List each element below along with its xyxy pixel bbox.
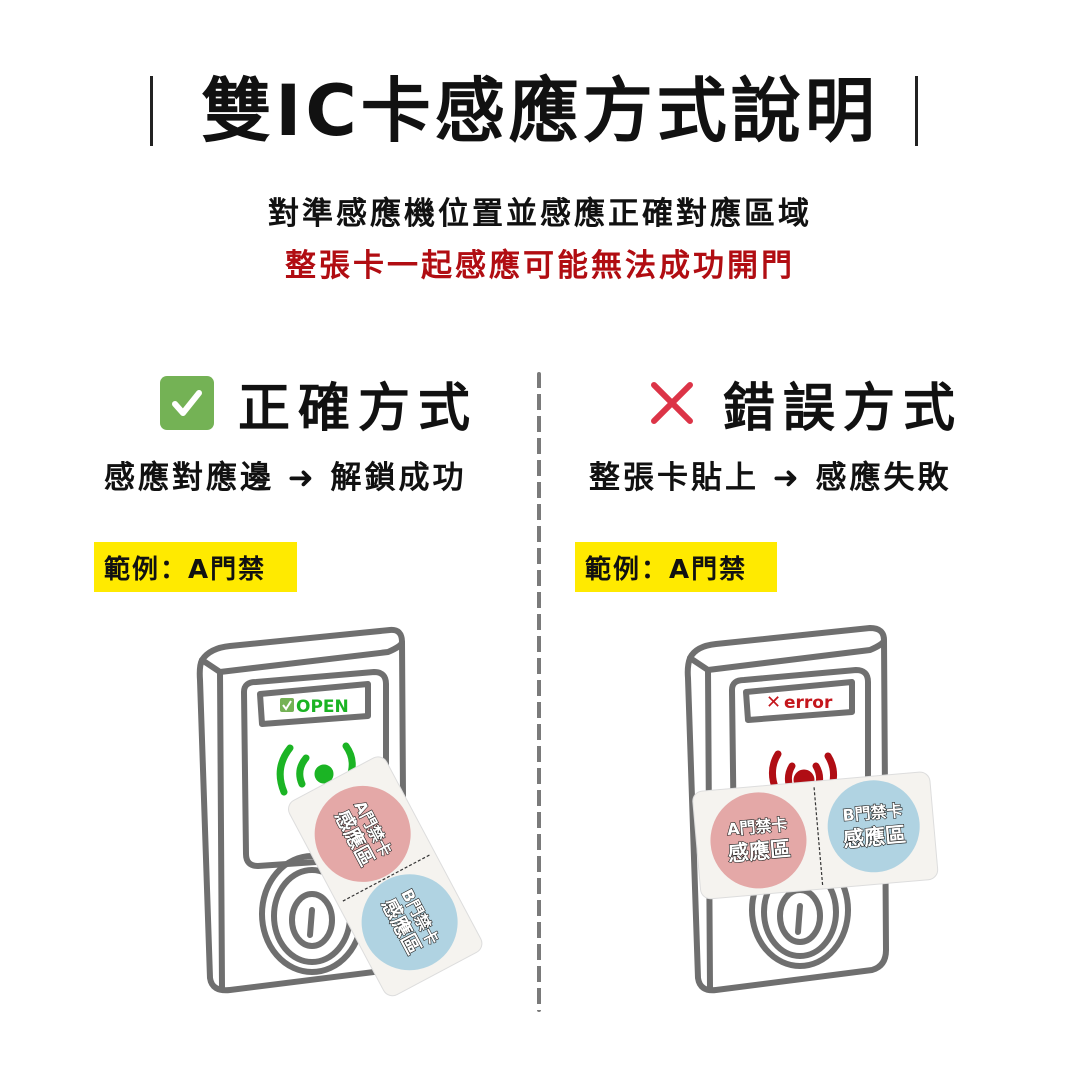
check-square-icon bbox=[160, 376, 214, 430]
svg-text:感應區: 感應區 bbox=[842, 823, 907, 852]
wrong-reader-illustration: ✕ error A門禁卡 感應區 B門禁卡 感應區 bbox=[680, 620, 950, 1010]
svg-text:error: error bbox=[784, 693, 833, 713]
correct-reader-illustration: OPEN A門禁卡 感應區 B門禁卡 感應區 bbox=[190, 620, 510, 1010]
x-mark-icon bbox=[645, 376, 699, 430]
reader-status-display: ✕ error bbox=[766, 692, 833, 713]
wrong-example-tag: 範例：A門禁 bbox=[575, 542, 777, 592]
correct-heading: 正確方式 bbox=[160, 372, 478, 439]
title-bar-right bbox=[915, 76, 918, 146]
reader-status-display: OPEN bbox=[280, 697, 349, 717]
correct-example-tag: 範例：A門禁 bbox=[94, 542, 297, 592]
page-title: 雙IC卡感應方式說明 bbox=[201, 70, 879, 152]
wrong-description: 整張卡貼上 ➜ 感應失敗 bbox=[589, 460, 952, 496]
subtitle-instruction: 對準感應機位置並感應正確對應區域 bbox=[268, 196, 812, 232]
x-icon: ✕ bbox=[766, 692, 781, 713]
dual-ic-card: A門禁卡 感應區 B門禁卡 感應區 bbox=[288, 756, 483, 997]
svg-text:OPEN: OPEN bbox=[296, 697, 349, 717]
correct-title: 正確方式 bbox=[238, 378, 479, 439]
check-icon bbox=[280, 698, 294, 712]
wrong-heading: 錯誤方式 bbox=[645, 372, 963, 439]
subtitle-warning: 整張卡一起感應可能無法成功開門 bbox=[285, 248, 795, 284]
title-bar-left bbox=[150, 76, 153, 146]
dual-ic-card: A門禁卡 感應區 B門禁卡 感應區 bbox=[692, 771, 939, 900]
correct-description: 感應對應邊 ➜ 解鎖成功 bbox=[104, 460, 467, 496]
wrong-title: 錯誤方式 bbox=[723, 378, 964, 439]
column-divider bbox=[537, 372, 541, 1012]
title-section: 雙IC卡感應方式說明 bbox=[0, 66, 1080, 156]
